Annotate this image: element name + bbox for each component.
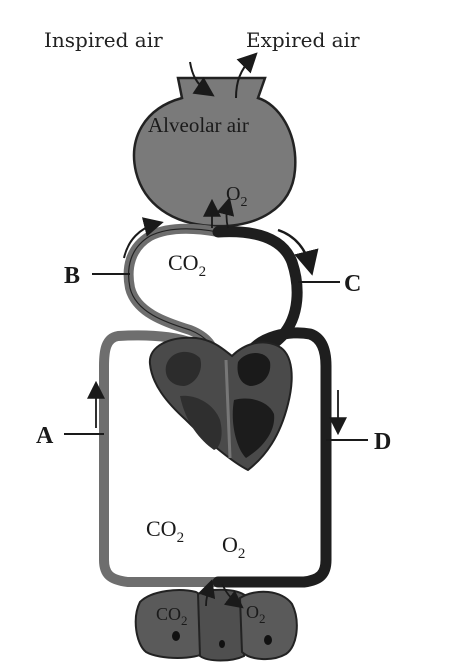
tissue-nucleus-3 <box>219 640 225 648</box>
marker-D: D <box>374 429 391 455</box>
tissue-co2-label: CO2 <box>156 604 188 628</box>
alveolar-air-label: Alveolar air <box>148 113 249 137</box>
expired-air-label: Expired air <box>246 28 360 52</box>
tissue-o2-arrow <box>221 583 244 609</box>
tissue-cell-right <box>238 590 298 660</box>
right-ventricle <box>180 395 222 450</box>
systemic-o2-label: O2 <box>222 532 245 562</box>
tissue-nucleus-1 <box>172 631 180 641</box>
alveolus <box>132 76 297 228</box>
left-ventricle <box>232 398 275 458</box>
o2-uptake-arrow <box>216 197 235 229</box>
alveolus-body <box>132 76 297 228</box>
aorta <box>212 327 332 588</box>
marker-A: A <box>36 423 54 449</box>
inspired-air-label: Inspired air <box>44 28 163 52</box>
right-atrium <box>165 351 202 386</box>
tissue-cell-left <box>134 589 212 659</box>
left-atrium <box>237 353 271 386</box>
marker-C: C <box>344 271 361 297</box>
inspired-air-arrow <box>189 61 215 97</box>
pulmonary-artery-outline <box>128 228 219 365</box>
tissue-nucleus-2 <box>264 635 272 645</box>
pulmonary-flow-arrow-right <box>277 228 319 276</box>
systemic-co2-label: CO2 <box>146 516 184 546</box>
tissue-o2-label: O2 <box>246 602 266 626</box>
tissue-cells <box>134 588 298 662</box>
tissue-co2-arrow <box>198 579 216 607</box>
tissue-cell-middle <box>196 588 248 662</box>
expired-air-arrow <box>235 52 258 99</box>
septum <box>224 359 232 459</box>
marker-B: B <box>64 263 80 289</box>
pulmonary-flow-arrow-left <box>123 217 164 259</box>
systemic-vein <box>99 330 219 587</box>
pulmonary-co2-label: CO2 <box>168 250 206 280</box>
heart <box>148 336 293 472</box>
alveolus-o2-label: O2 <box>226 183 247 210</box>
